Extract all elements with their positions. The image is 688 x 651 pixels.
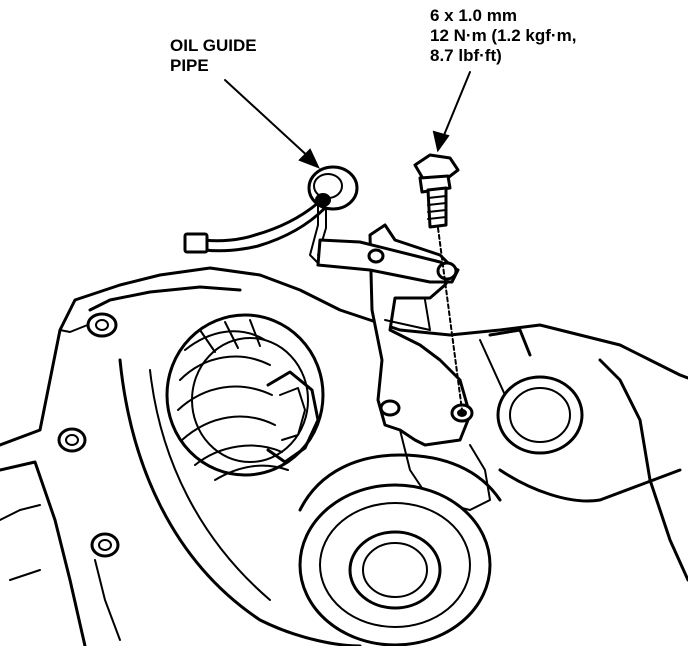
flange-bolt: [413, 153, 463, 411]
oil-guide-pipe-label-line-2: PIPE: [170, 56, 209, 75]
bearing-boss: [479, 328, 688, 582]
bolt-spec-size: 6 x 1.0 mm: [430, 6, 517, 25]
axle-bore: [298, 453, 502, 647]
bolt-spec-torque: 12 N·m (1.2 kgf·m,: [430, 26, 577, 45]
bolt-spec-torque-imperial: 8.7 lbf·ft): [430, 46, 502, 65]
oil-guide-pipe-label-line-1: OIL GUIDE: [170, 36, 257, 55]
leader-arrows: [224, 71, 471, 169]
oil-guide-pipe: [183, 165, 460, 284]
transmission-housing: [0, 266, 688, 648]
differential-ring-gear: [165, 313, 325, 481]
oil-guide-pipe-label: OIL GUIDE PIPE: [170, 36, 257, 76]
bolt-spec-label: 6 x 1.0 mm 12 N·m (1.2 kgf·m, 8.7 lbf·ft…: [430, 6, 576, 66]
